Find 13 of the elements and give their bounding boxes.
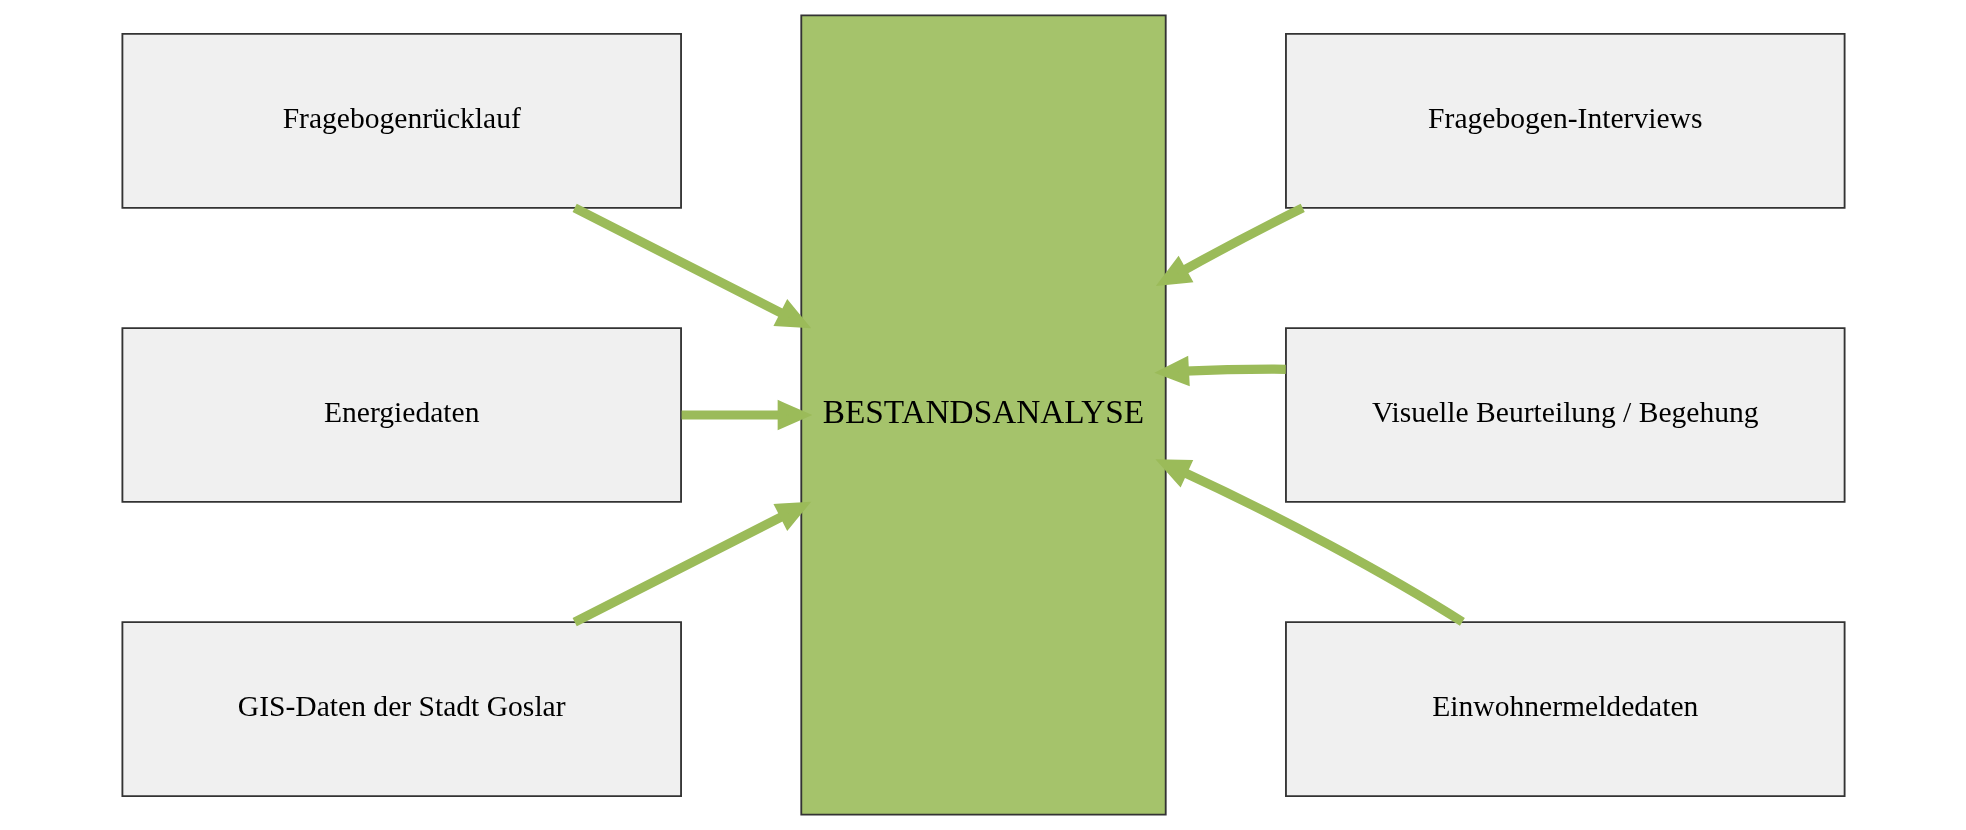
- arrow: [572, 501, 811, 627]
- node-box: Fragebogenrücklauf: [120, 33, 682, 209]
- node-box: Fragebogen-Interviews: [1284, 33, 1846, 209]
- node-box: Energiedaten: [120, 327, 682, 503]
- arrow: [1154, 459, 1465, 626]
- node-box: GIS-Daten der Stadt Goslar: [120, 621, 682, 797]
- node-box: BESTANDSANALYSE: [799, 14, 1167, 816]
- node-box: Einwohnermeldedaten: [1284, 621, 1846, 797]
- arrow: [1155, 203, 1305, 287]
- arrow: [572, 203, 811, 329]
- arrow: [681, 399, 812, 431]
- node-box: Visuelle Beurteilung / Begehung: [1284, 327, 1846, 503]
- arrow: [1153, 355, 1286, 387]
